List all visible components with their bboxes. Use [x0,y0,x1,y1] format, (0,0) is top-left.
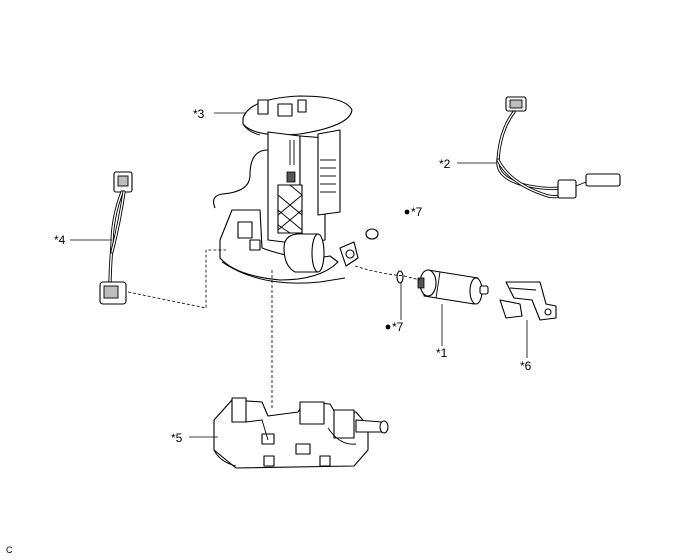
leader-lines [70,112,528,438]
callout-3: *3 [193,107,205,121]
pump-bracket [499,281,557,321]
callout-5: *5 [171,431,183,445]
wire-harness-left [99,171,133,305]
callout-2: *2 [439,157,451,171]
callout-4: *4 [54,233,66,247]
callout-6: *6 [520,359,532,373]
callout-7-upper: *7 [411,205,423,219]
callout-1: *1 [436,346,448,360]
fuel-pump-module-assembly [213,95,359,284]
sub-tank-assembly [213,397,389,469]
assembly-dashed-lines [127,249,421,410]
new-part-dot-lower [385,324,391,330]
new-part-dot-upper [404,209,410,215]
corner-code: C [6,545,13,555]
fuel-pump [417,269,489,305]
o-rings [365,209,410,330]
wire-harness-upper [496,96,621,199]
callout-7-lower: *7 [392,320,404,334]
